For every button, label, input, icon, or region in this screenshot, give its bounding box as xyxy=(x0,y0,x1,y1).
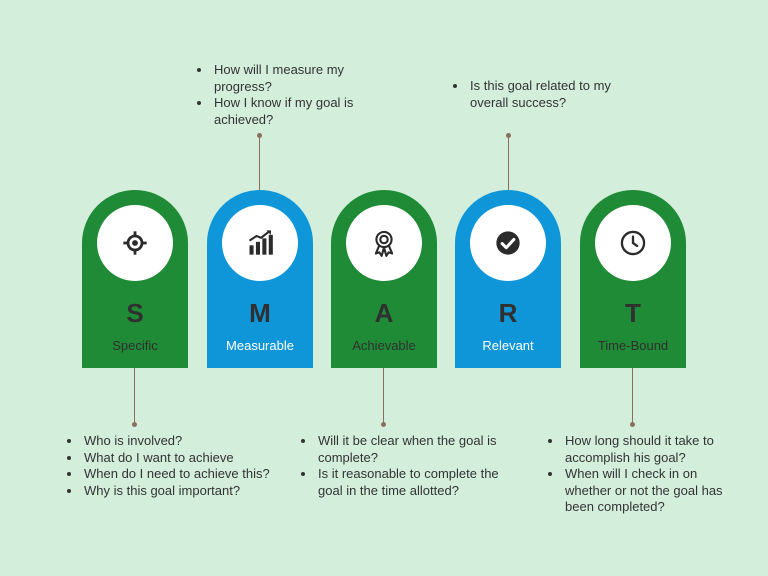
list-item: Is this goal related to my overall succe… xyxy=(468,78,618,111)
pillar-word: Achievable xyxy=(352,338,416,353)
pillar-time-bound: T Time-Bound xyxy=(580,190,686,368)
pillar-achievable: A Achievable xyxy=(331,190,437,368)
specific-questions: Who is involved? What do I want to achie… xyxy=(66,433,292,499)
achievable-questions: Will it be clear when the goal is comple… xyxy=(300,433,506,499)
time-bound-questions: How long should it take to accomplish hi… xyxy=(547,433,743,516)
list-item: Is it reasonable to complete the goal in… xyxy=(316,466,506,499)
pillar-measurable: M Measurable xyxy=(207,190,313,368)
list-item: Who is involved? xyxy=(82,433,292,450)
list-item: Why is this goal important? xyxy=(82,483,292,500)
pillar-word: Time-Bound xyxy=(597,338,669,353)
pillar-letter: R xyxy=(498,298,518,328)
pillar-relevant: R Relevant xyxy=(455,190,561,368)
icon-circle xyxy=(595,205,671,281)
icon-circle xyxy=(97,205,173,281)
relevant-connector xyxy=(506,133,511,190)
list-item: What do I want to achieve xyxy=(82,450,292,467)
list-item: How I know if my goal is achieved? xyxy=(212,95,392,128)
icon-circle xyxy=(470,205,546,281)
measurable-questions: How will I measure my progress? How I kn… xyxy=(196,62,392,128)
pillar-word: Relevant xyxy=(482,338,534,353)
icon-circle xyxy=(346,205,422,281)
pillar-letter: A xyxy=(374,298,394,328)
pillar-letter: S xyxy=(126,298,144,328)
list-item: Will it be clear when the goal is comple… xyxy=(316,433,506,466)
list-item: When do I need to achieve this? xyxy=(82,466,292,483)
achievable-connector xyxy=(381,368,386,427)
bar-chart-icon xyxy=(248,230,273,255)
list-item: When will I check in on whether or not t… xyxy=(563,466,743,516)
icon-circle xyxy=(222,205,298,281)
relevant-questions: Is this goal related to my overall succe… xyxy=(452,78,618,111)
clock-icon xyxy=(620,230,646,256)
measurable-connector xyxy=(257,133,262,190)
list-item: How will I measure my progress? xyxy=(212,62,392,95)
pillar-letter: T xyxy=(625,298,641,328)
specific-connector xyxy=(132,368,137,427)
pillar-letter: M xyxy=(249,298,271,328)
pillar-word: Measurable xyxy=(226,338,294,353)
check-circle-icon xyxy=(496,231,520,255)
list-item: How long should it take to accomplish hi… xyxy=(563,433,743,466)
award-ribbon-icon xyxy=(374,230,394,257)
pillar-specific: S Specific xyxy=(82,190,188,368)
time-bound-connector xyxy=(630,368,635,427)
pillar-word: Specific xyxy=(112,338,158,353)
crosshair-icon xyxy=(123,231,147,255)
